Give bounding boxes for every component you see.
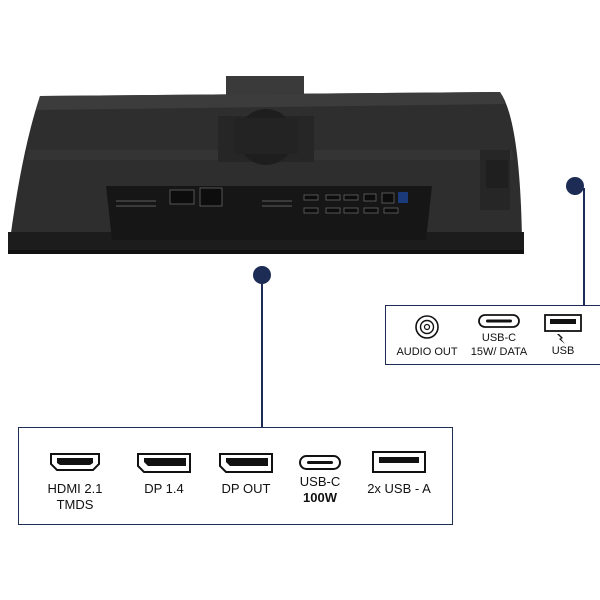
port-label: DP 1.4 xyxy=(144,481,184,496)
port-usb-c-100w: USB-C 100W xyxy=(289,455,351,506)
usb-c-port-icon xyxy=(299,455,341,470)
port-label: USB xyxy=(551,345,575,357)
usb-c-port-icon xyxy=(478,314,520,328)
main-panel-connector-line xyxy=(261,280,263,428)
audio-jack-icon xyxy=(415,315,439,339)
port-audio-out: AUDIO OUT xyxy=(392,314,462,359)
main-panel-marker-dot xyxy=(253,266,271,284)
port-usb-a: 2x USB - A xyxy=(357,450,441,497)
displayport-in-icon xyxy=(137,453,191,473)
usb-a-port-icon xyxy=(372,451,426,473)
port-label: DP OUT xyxy=(221,481,271,496)
usb-c-power-label: 100W xyxy=(303,490,337,505)
port-usb-c-data: USB-C 15W/ DATA xyxy=(464,314,534,359)
port-sublabel: TMDS xyxy=(56,497,94,512)
port-hdmi: HDMI 2.1 TMDS xyxy=(33,452,117,513)
stand-neck xyxy=(226,76,304,96)
side-panel-marker-dot xyxy=(566,177,584,195)
side-panel-connector-line xyxy=(583,188,585,306)
displayport-out-icon xyxy=(219,453,273,473)
port-sublabel: 100W xyxy=(289,490,351,506)
hdmi-port-icon xyxy=(50,453,100,471)
port-displayport-out: DP OUT xyxy=(209,452,283,497)
port-label: 2x USB - A xyxy=(367,481,431,496)
port-usb-a-charging: USB xyxy=(536,314,590,358)
usb-a-charging-icon xyxy=(544,314,582,344)
port-label: HDMI 2.1 xyxy=(47,481,103,496)
port-label: USB-C xyxy=(481,332,517,344)
monitor-rear-image xyxy=(8,76,524,254)
port-label: AUDIO OUT xyxy=(396,346,458,358)
port-displayport-in: DP 1.4 xyxy=(127,452,201,497)
side-ports-panel: AUDIO OUT USB-C 15W/ DATA USB xyxy=(385,305,600,365)
main-ports-panel: HDMI 2.1 TMDS DP 1.4 DP OUT USB-C 100W 2… xyxy=(18,427,453,525)
port-label: USB-C xyxy=(299,474,341,489)
port-sublabel: 15W/ DATA xyxy=(470,346,528,358)
